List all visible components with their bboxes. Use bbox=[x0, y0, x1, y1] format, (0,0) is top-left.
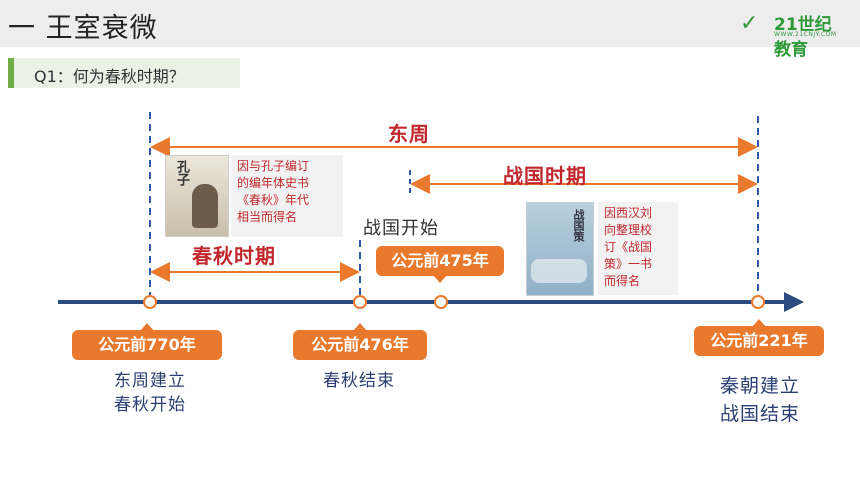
landscape-art-icon bbox=[531, 259, 587, 283]
logo-url: WWW.21CNJY.COM bbox=[774, 31, 837, 38]
node-221 bbox=[751, 295, 765, 309]
label-zhanguo: 战国时期 bbox=[503, 164, 587, 188]
event-476: 春秋结束 bbox=[323, 371, 395, 391]
header-bar: 一 王室衰微 ✓ 21世纪教育 WWW.21CNJY.COM bbox=[0, 0, 860, 60]
date-pill-475: 公元前475年 bbox=[376, 246, 504, 283]
logo: ✓ 21世纪教育 WWW.21CNJY.COM bbox=[740, 8, 840, 60]
event-770: 东周建立 春秋开始 bbox=[114, 371, 186, 415]
zhanguo-book-title: 战国策 bbox=[572, 209, 585, 242]
slide-title: 一 王室衰微 bbox=[8, 13, 158, 44]
question-box: Q1：何为春秋时期？ bbox=[8, 58, 240, 88]
chunqiu-book-image: 孔子 bbox=[165, 155, 229, 237]
zhanguo-note: 因西汉刘 向整理校 订《战国 策》一书 而得名 bbox=[598, 202, 678, 295]
timeline-arrowhead bbox=[784, 292, 804, 312]
runner-logo-icon: ✓ bbox=[740, 11, 759, 36]
date-pill-476: 公元前476年 bbox=[293, 323, 427, 360]
question-text: Q1：何为春秋时期？ bbox=[34, 67, 185, 86]
node-770 bbox=[143, 295, 157, 309]
node-476 bbox=[353, 295, 367, 309]
label-zhanguo-start: 战国开始 bbox=[363, 218, 439, 239]
chunqiu-note: 因与孔子编订 的编年体史书 《春秋》年代 相当而得名 bbox=[231, 155, 343, 237]
label-chunqiu: 春秋时期 bbox=[192, 244, 276, 268]
date-pill-770: 公元前770年 bbox=[72, 323, 222, 360]
logo-text: 21世纪教育 bbox=[774, 15, 832, 60]
date-pill-221: 公元前221年 bbox=[694, 319, 824, 356]
confucius-figure-icon bbox=[192, 184, 218, 228]
label-dongzhou: 东周 bbox=[388, 122, 430, 146]
zhanguo-book-image: 战国策 bbox=[526, 202, 594, 296]
chunqiu-book-title: 孔子 bbox=[174, 160, 189, 186]
node-475 bbox=[434, 295, 448, 309]
event-221: 秦朝建立 战国结束 bbox=[719, 375, 800, 425]
